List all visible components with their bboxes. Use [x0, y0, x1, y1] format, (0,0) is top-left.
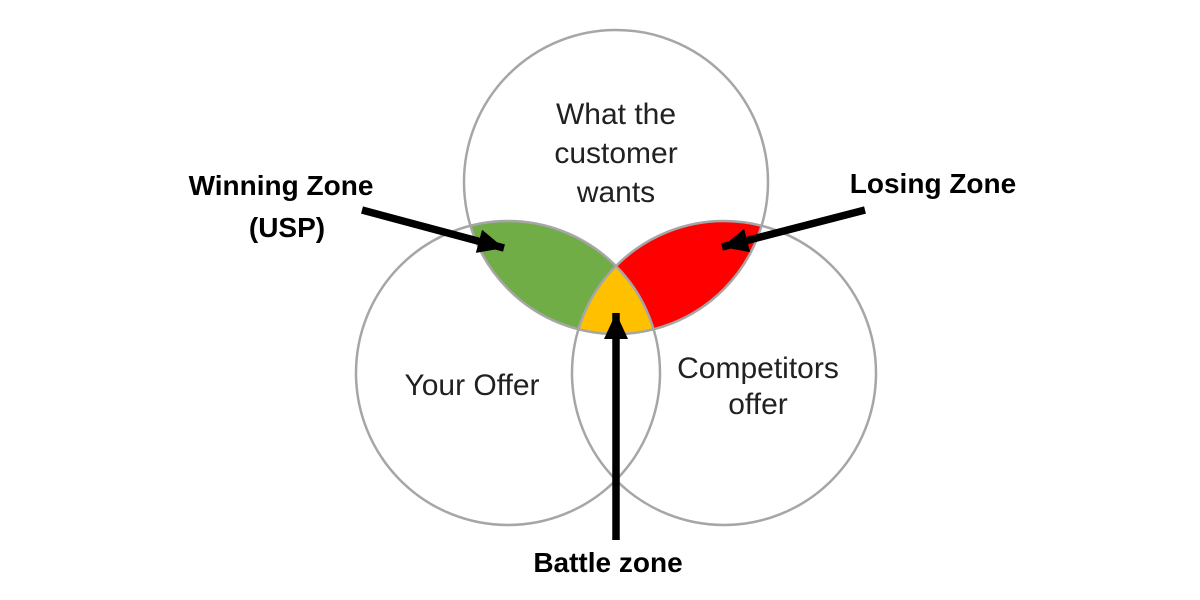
- winning-zone-label-line2: (USP): [249, 212, 325, 243]
- competitors-offer-label-line2: offer: [728, 388, 788, 421]
- competitors-offer-label-line1: Competitors: [677, 352, 839, 385]
- circle-competitors-offer: [570, 219, 878, 527]
- customer-wants-label-line1: What the: [556, 98, 676, 131]
- your-offer-label: Your Offer: [404, 369, 539, 402]
- customer-wants-label-line3: wants: [576, 176, 655, 209]
- battle-zone-region: [578, 266, 654, 335]
- losing-zone-arrow: [721, 206, 866, 253]
- winning-zone-label-line1: Winning Zone: [189, 170, 374, 201]
- battle-zone-label: Battle zone: [533, 547, 682, 578]
- losing-zone-label: Losing Zone: [850, 168, 1016, 199]
- customer-wants-label-line2: customer: [554, 137, 677, 170]
- circle-your-offer: [354, 219, 662, 527]
- winning-zone-arrow: [361, 206, 505, 253]
